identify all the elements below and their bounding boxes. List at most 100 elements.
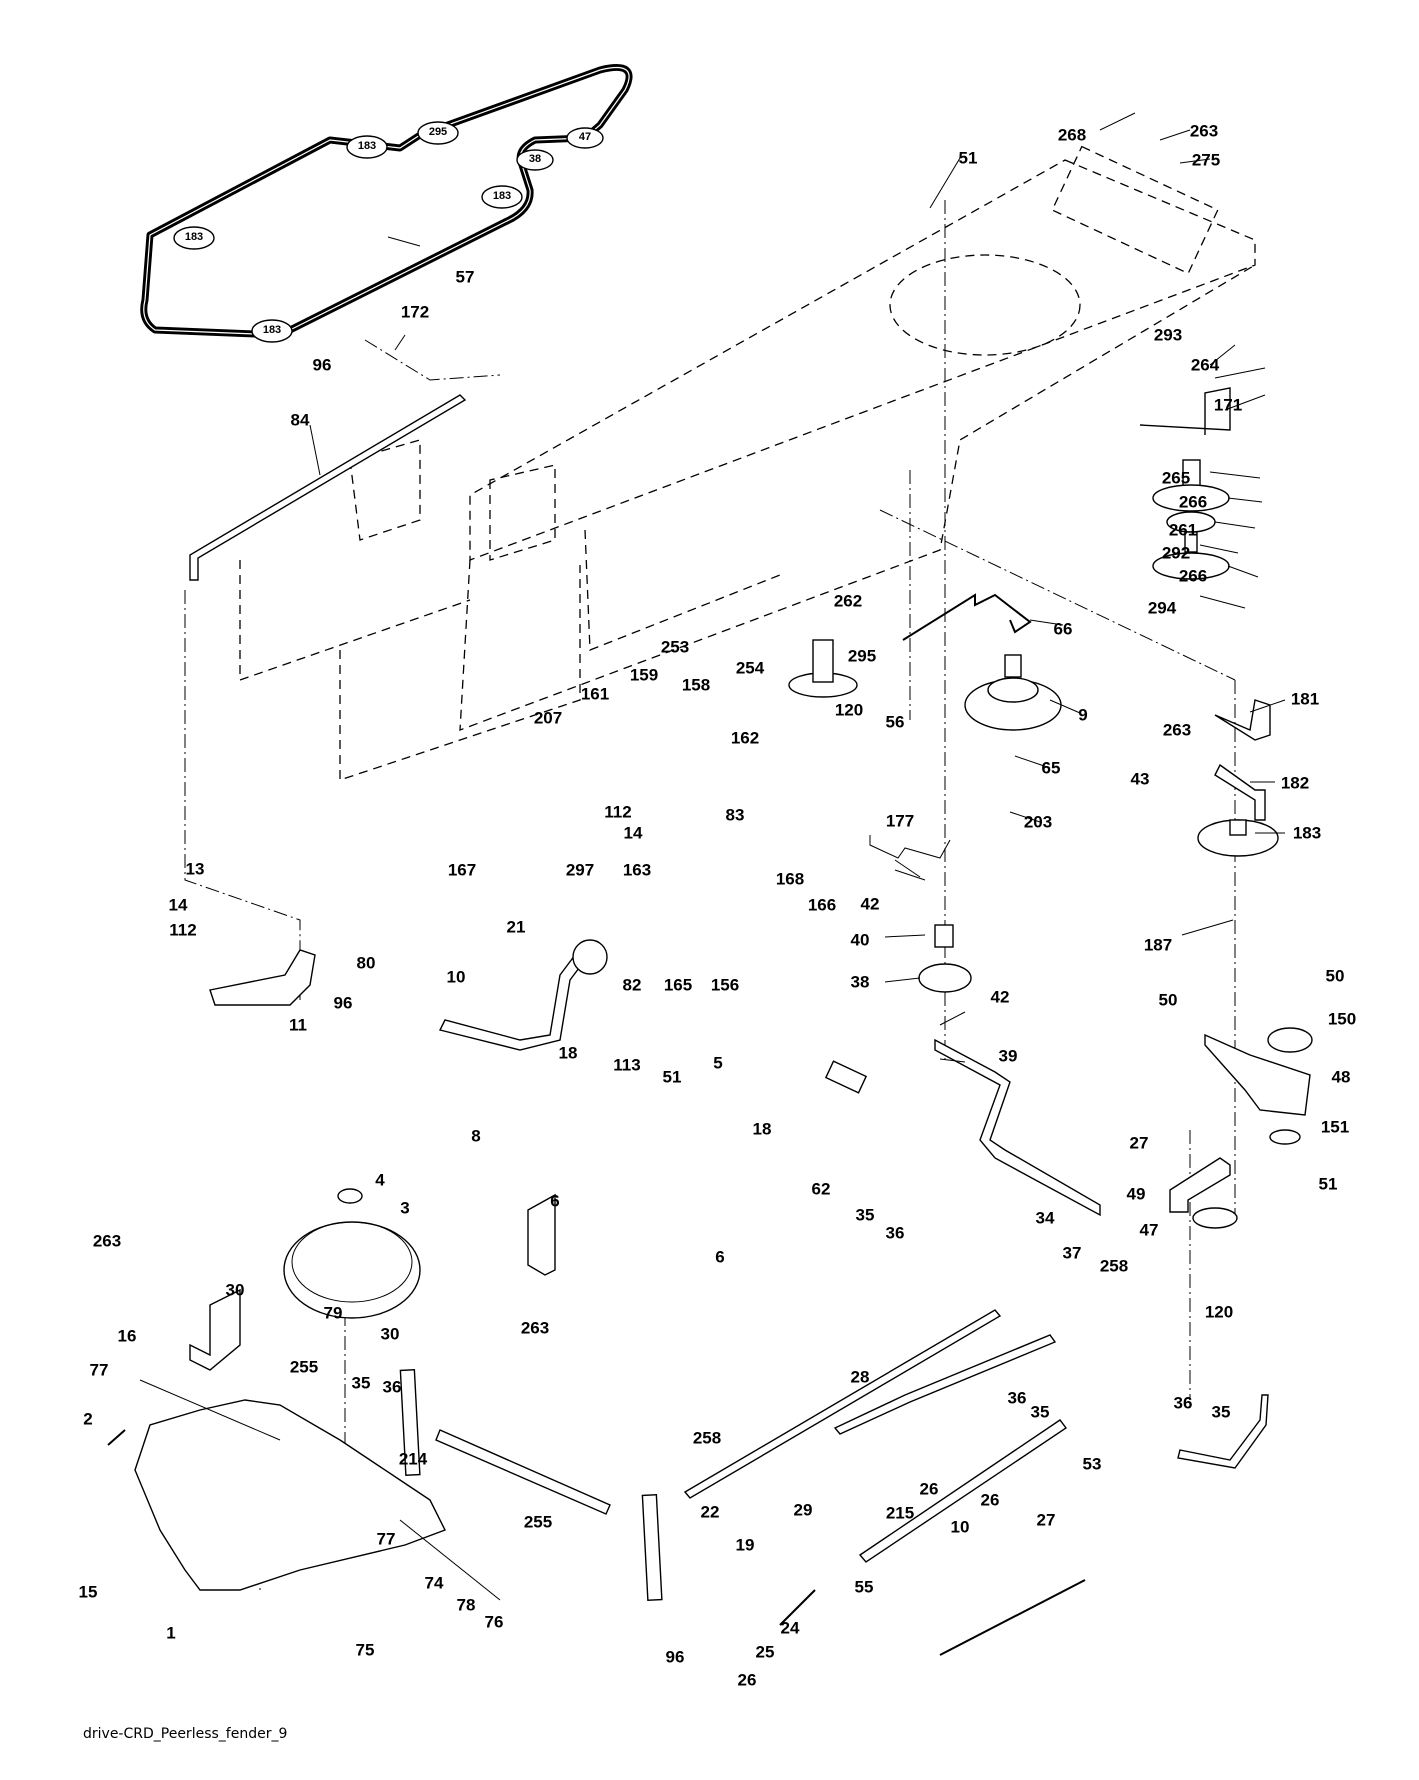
callout-75[interactable]: 75: [355, 1640, 375, 1660]
callout-292[interactable]: 292: [1161, 543, 1191, 563]
callout-25[interactable]: 25: [755, 1642, 775, 1662]
callout-57[interactable]: 57: [455, 267, 475, 287]
callout-294[interactable]: 294: [1147, 598, 1177, 618]
callout-51[interactable]: 51: [1318, 1174, 1338, 1194]
callout-261[interactable]: 261: [1168, 520, 1198, 540]
callout-263[interactable]: 263: [1189, 121, 1219, 141]
callout-2[interactable]: 2: [83, 1409, 93, 1429]
callout-262[interactable]: 262: [833, 591, 863, 611]
callout-19[interactable]: 19: [735, 1535, 755, 1555]
callout-255[interactable]: 255: [523, 1512, 553, 1532]
callout-43[interactable]: 43: [1130, 769, 1150, 789]
callout-264[interactable]: 264: [1190, 355, 1220, 375]
callout-214[interactable]: 214: [398, 1449, 428, 1469]
callout-6[interactable]: 6: [550, 1191, 560, 1211]
callout-9[interactable]: 9: [1078, 705, 1088, 725]
callout-96[interactable]: 96: [665, 1647, 685, 1667]
wire-form-66[interactable]: [902, 593, 1032, 641]
callout-112[interactable]: 112: [604, 802, 632, 822]
callout-96[interactable]: 96: [333, 993, 353, 1013]
callout-11[interactable]: 11: [289, 1015, 307, 1035]
callout-1[interactable]: 1: [166, 1623, 176, 1643]
callout-62[interactable]: 62: [811, 1179, 831, 1199]
callout-167[interactable]: 167: [447, 860, 477, 880]
callout-80[interactable]: 80: [356, 953, 376, 973]
rod-22[interactable]: [683, 1309, 1002, 1499]
callout-268[interactable]: 268: [1057, 125, 1087, 145]
callout-49[interactable]: 49: [1126, 1184, 1146, 1204]
callout-14[interactable]: 14: [168, 895, 188, 915]
callout-182[interactable]: 182: [1280, 773, 1310, 793]
idler-arm-48[interactable]: [1204, 1033, 1311, 1116]
rod-215[interactable]: [858, 1419, 1068, 1563]
callout-120[interactable]: 120: [1204, 1302, 1234, 1322]
callout-263[interactable]: 263: [520, 1318, 550, 1338]
link-53[interactable]: [1177, 1394, 1269, 1469]
callout-3[interactable]: 3: [400, 1198, 410, 1218]
callout-51[interactable]: 51: [662, 1067, 682, 1087]
callout-150[interactable]: 150: [1327, 1009, 1357, 1029]
pedal-bracket-80[interactable]: [209, 949, 316, 1006]
callout-36[interactable]: 36: [1173, 1393, 1193, 1413]
grip-62[interactable]: [824, 1060, 868, 1094]
callout-203[interactable]: 203: [1023, 812, 1053, 832]
callout-13[interactable]: 13: [185, 859, 205, 879]
callout-35[interactable]: 35: [1211, 1402, 1231, 1422]
callout-187[interactable]: 187: [1143, 935, 1173, 955]
transmission-pulley[interactable]: [283, 1221, 421, 1319]
callout-177[interactable]: 177: [885, 811, 915, 831]
callout-78[interactable]: 78: [456, 1595, 476, 1615]
callout-39[interactable]: 39: [998, 1046, 1018, 1066]
callout-207[interactable]: 207: [533, 708, 563, 728]
callout-5[interactable]: 5: [713, 1053, 723, 1073]
callout-215[interactable]: 215: [885, 1503, 915, 1523]
callout-263[interactable]: 263: [92, 1231, 122, 1251]
callout-24[interactable]: 24: [780, 1618, 800, 1638]
callout-35[interactable]: 35: [855, 1205, 875, 1225]
callout-156[interactable]: 156: [710, 975, 740, 995]
callout-183[interactable]: 183: [1292, 823, 1322, 843]
callout-162[interactable]: 162: [730, 728, 760, 748]
callout-295[interactable]: 295: [847, 646, 877, 666]
callout-21[interactable]: 21: [506, 917, 526, 937]
pulley-38[interactable]: [918, 924, 972, 993]
callout-36[interactable]: 36: [1007, 1388, 1027, 1408]
pulley-295[interactable]: [788, 639, 858, 698]
callout-6[interactable]: 6: [715, 1247, 725, 1267]
callout-22[interactable]: 22: [700, 1502, 720, 1522]
callout-83[interactable]: 83: [725, 805, 745, 825]
shaft-214[interactable]: [435, 1429, 611, 1515]
callout-265[interactable]: 265: [1161, 468, 1191, 488]
pedal-rod-34[interactable]: [934, 1038, 1101, 1217]
callout-112[interactable]: 112: [169, 920, 197, 940]
callout-16[interactable]: 16: [117, 1326, 137, 1346]
callout-77[interactable]: 77: [89, 1360, 109, 1380]
callout-77[interactable]: 77: [376, 1529, 396, 1549]
spring-2[interactable]: [107, 1429, 126, 1446]
callout-4[interactable]: 4: [375, 1170, 385, 1190]
rod-28[interactable]: [833, 1334, 1057, 1435]
callout-47[interactable]: 47: [1139, 1220, 1159, 1240]
callout-8[interactable]: 8: [471, 1126, 481, 1146]
callout-28[interactable]: 28: [850, 1367, 870, 1387]
callout-18[interactable]: 18: [558, 1043, 578, 1063]
callout-163[interactable]: 163: [622, 860, 652, 880]
callout-166[interactable]: 166: [807, 895, 837, 915]
callout-50[interactable]: 50: [1158, 990, 1178, 1010]
callout-113[interactable]: 113: [613, 1055, 641, 1075]
callout-37[interactable]: 37: [1062, 1243, 1082, 1263]
callout-76[interactable]: 76: [484, 1612, 504, 1632]
pulley-183[interactable]: [1197, 819, 1279, 857]
callout-74[interactable]: 74: [424, 1573, 444, 1593]
callout-15[interactable]: 15: [78, 1582, 98, 1602]
callout-172[interactable]: 172: [400, 302, 430, 322]
callout-36[interactable]: 36: [382, 1377, 402, 1397]
callout-181[interactable]: 181: [1290, 689, 1320, 709]
pulley-47[interactable]: [1192, 1207, 1238, 1229]
callout-53[interactable]: 53: [1082, 1454, 1102, 1474]
link-255-right[interactable]: [641, 1493, 663, 1602]
callout-151[interactable]: 151: [1320, 1117, 1350, 1137]
callout-55[interactable]: 55: [854, 1577, 874, 1597]
callout-66[interactable]: 66: [1053, 619, 1073, 639]
callout-30[interactable]: 30: [225, 1280, 245, 1300]
